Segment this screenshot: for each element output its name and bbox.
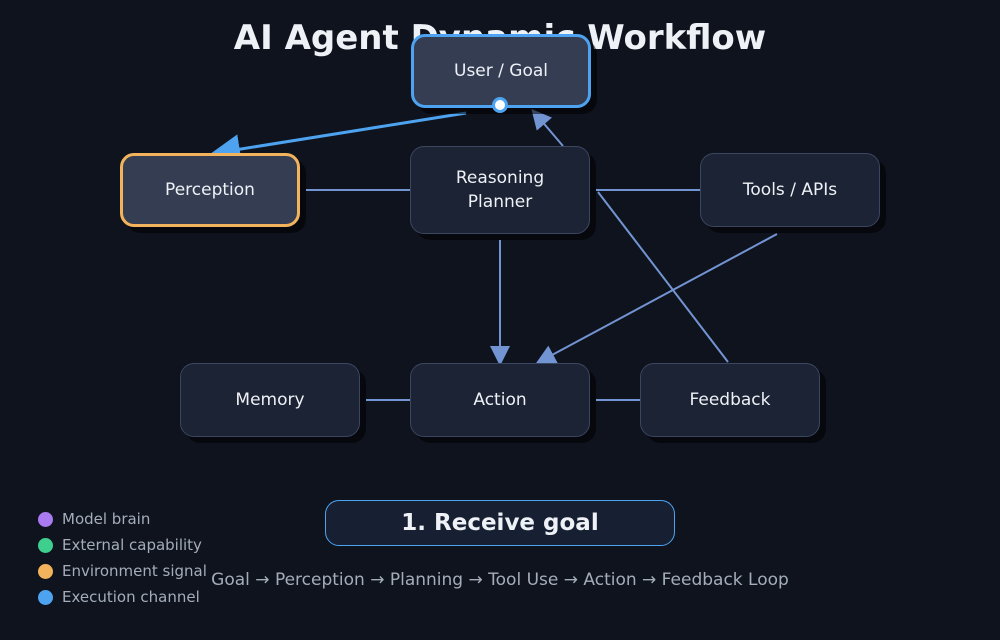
legend-label: Model brain: [62, 510, 151, 528]
node-perception[interactable]: Perception: [120, 153, 300, 227]
legend-item-external-capability: External capability: [38, 532, 207, 558]
legend-label: External capability: [62, 536, 202, 554]
node-action[interactable]: Action: [410, 363, 590, 437]
legend-item-execution-channel: Execution channel: [38, 584, 207, 610]
edge-feedback-reasoning: [597, 191, 729, 363]
legend-dot-icon: [38, 511, 53, 527]
active-port-icon: [492, 97, 508, 113]
legend-dot-icon: [38, 589, 53, 605]
node-reasoning-planner[interactable]: Reasoning Planner: [410, 146, 590, 234]
legend-item-environment-signal: Environment signal: [38, 558, 207, 584]
legend-label: Execution channel: [62, 588, 200, 606]
legend-item-model-brain: Model brain: [38, 506, 207, 532]
legend: Model brain External capability Environm…: [38, 506, 207, 610]
legend-dot-icon: [38, 563, 53, 579]
flow-caption: Goal → Perception → Planning → Tool Use …: [211, 570, 789, 590]
arrow-tools-action: [535, 233, 778, 364]
arrow-goal-perception: [210, 111, 467, 165]
node-feedback[interactable]: Feedback: [640, 363, 820, 437]
legend-label: Environment signal: [62, 562, 207, 580]
node-tools-apis[interactable]: Tools / APIs: [700, 153, 880, 227]
current-step-box: 1. Receive goal: [325, 500, 675, 546]
arrow-reasoning-goal: [531, 108, 564, 147]
node-memory[interactable]: Memory: [180, 363, 360, 437]
node-user-goal[interactable]: User / Goal: [411, 34, 591, 108]
legend-dot-icon: [38, 537, 53, 553]
